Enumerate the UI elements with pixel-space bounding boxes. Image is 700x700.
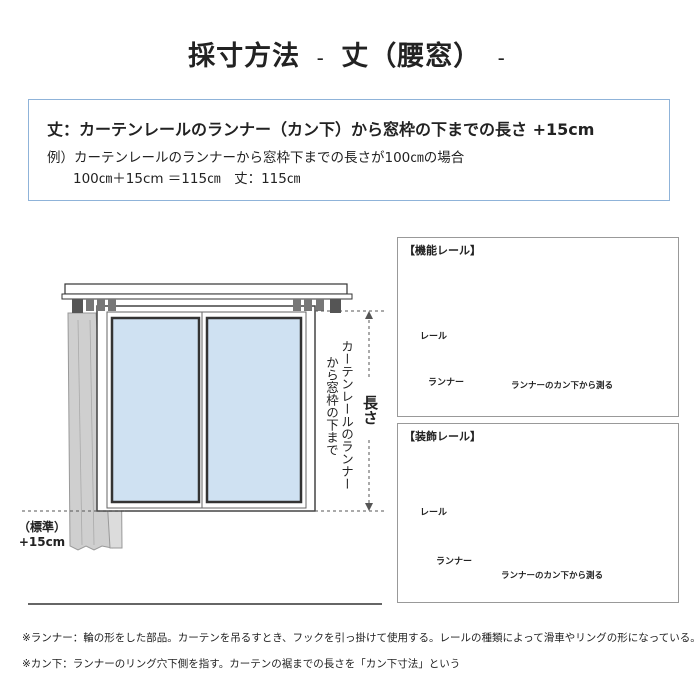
formula-example-line1: 例）カーテンレールのランナーから窓枠下までの長さが100㎝の場合 bbox=[47, 150, 465, 166]
curtain-rail bbox=[61, 283, 353, 313]
functional-runner-label: ランナー bbox=[428, 378, 465, 388]
reference-lines bbox=[22, 310, 385, 512]
title-dash-left: - bbox=[316, 46, 325, 70]
decorative-rail-label: レール bbox=[420, 508, 448, 518]
functional-rail-label: レール bbox=[420, 332, 448, 342]
length-label: 長さ bbox=[361, 395, 379, 425]
functional-rail-panel: 【機能レール】 レール ランナー ランナーのカン下から測る bbox=[397, 237, 679, 417]
arrow-down bbox=[365, 503, 373, 511]
arrow-up bbox=[365, 311, 373, 319]
measure-desc-col1: カーテンレールのランナー bbox=[339, 340, 354, 490]
hem-label-line2: +15cm bbox=[18, 535, 66, 549]
decorative-measure-label: ランナーのカン下から測る bbox=[501, 571, 604, 581]
decorative-panel-title: 【装飾レール】 bbox=[404, 430, 481, 443]
formula-main: 丈：カーテンレールのランナー（カン下）から窓枠の下までの長さ +15cm bbox=[47, 120, 595, 139]
page-title: 採寸方法 - 丈（腰窓） - bbox=[0, 34, 700, 73]
note-runner: ※ランナー：輪の形をした部品。カーテンを吊るすとき、フックを引っ掛けて使用する。… bbox=[22, 632, 700, 644]
hem-label-line1: （標準） bbox=[18, 520, 67, 534]
functional-measure-label: ランナーのカン下から測る bbox=[511, 381, 614, 391]
title-dash-right: - bbox=[497, 46, 506, 70]
note-kanshita: ※カン下：ランナーのリング穴下側を指す。カーテンの裾までの長さを「カン下寸法」と… bbox=[22, 658, 461, 670]
hem-allowance-label: （標準） +15cm bbox=[18, 520, 66, 550]
formula-box: 丈：カーテンレールのランナー（カン下）から窓枠の下までの長さ +15cm 例）カ… bbox=[28, 99, 670, 201]
window-frame bbox=[96, 305, 316, 512]
decorative-rail-panel: 【装飾レール】 レール ランナー ランナーのカン下から測る bbox=[397, 423, 679, 603]
title-sub: 丈（腰窓） bbox=[341, 41, 482, 72]
decorative-runner-label: ランナー bbox=[436, 557, 473, 567]
functional-panel-title: 【機能レール】 bbox=[404, 244, 481, 257]
formula-example-line2: 100㎝＋15cm ＝115㎝ 丈：115㎝ bbox=[73, 171, 301, 187]
measure-desc-col2: から窓枠の下まで bbox=[324, 356, 339, 456]
title-main: 採寸方法 bbox=[188, 41, 301, 72]
